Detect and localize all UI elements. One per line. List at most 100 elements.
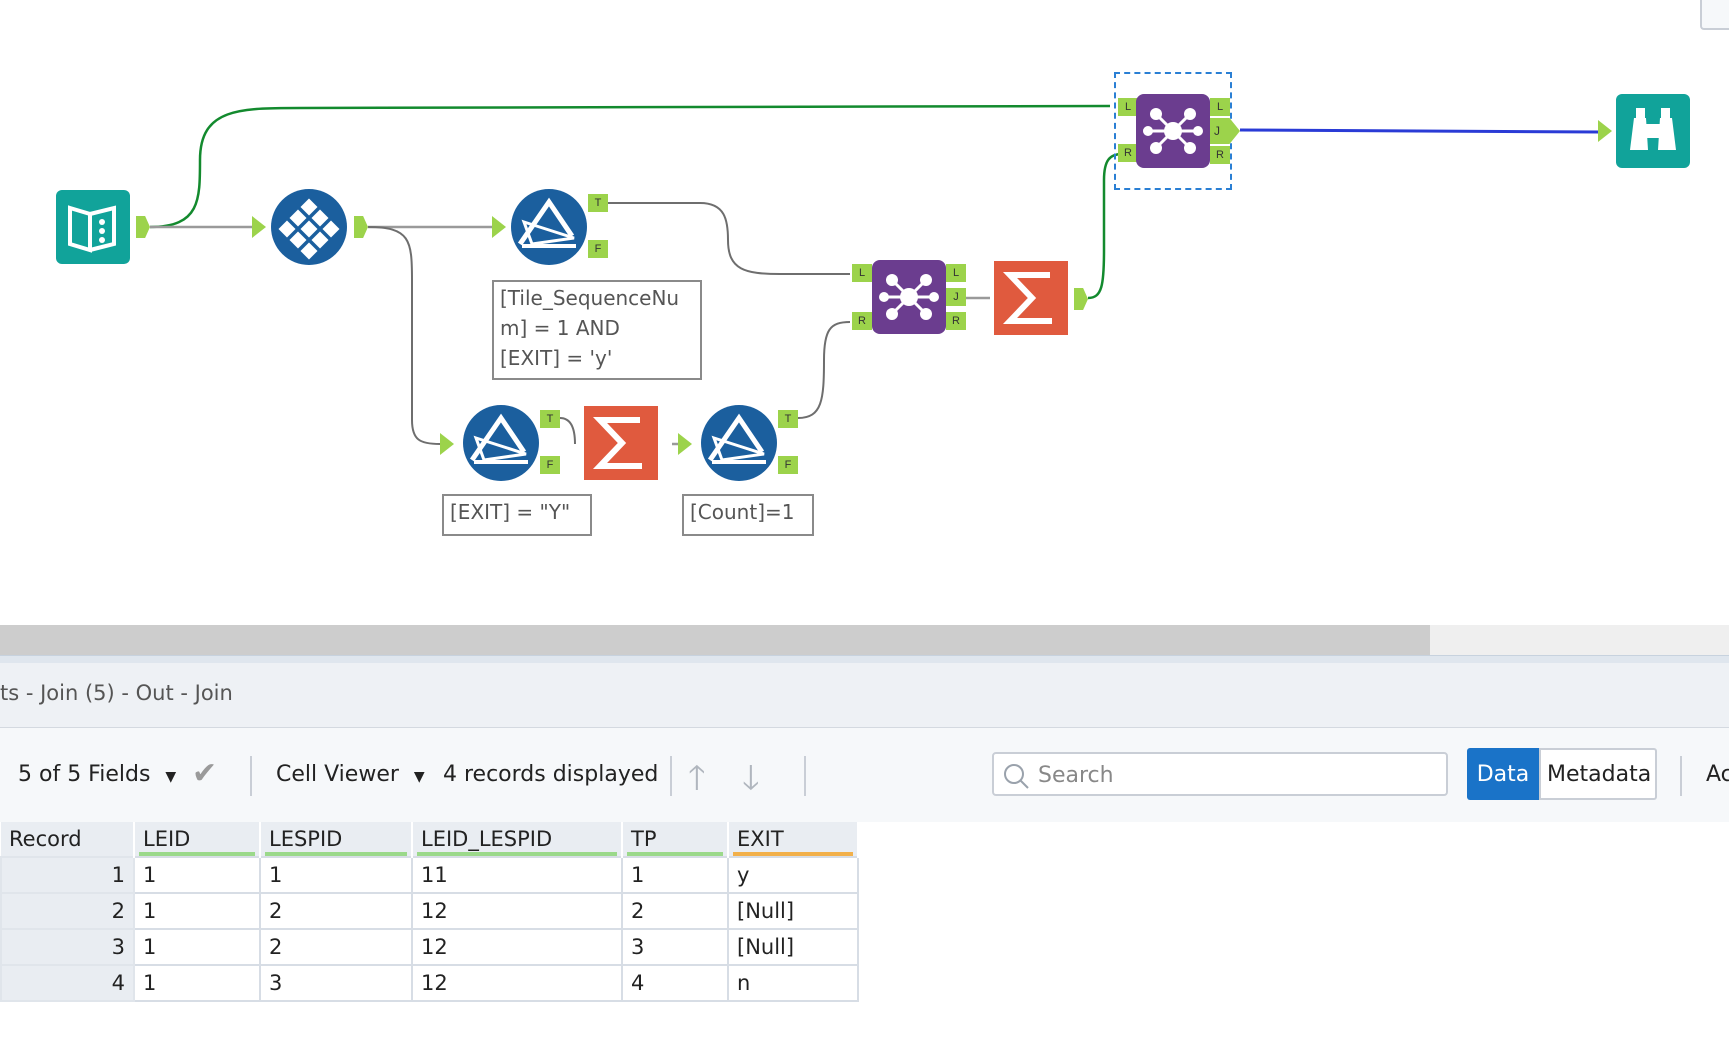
join-icon: [1136, 94, 1210, 168]
true-anchor[interactable]: T: [778, 410, 798, 428]
filter-tool-2[interactable]: [462, 404, 540, 482]
output-anchor[interactable]: [1074, 288, 1088, 310]
binoculars-icon: [1616, 94, 1690, 168]
actions-button[interactable]: Ac: [1706, 762, 1729, 787]
table-cell[interactable]: 3: [621, 928, 729, 966]
table-cell[interactable]: n: [727, 964, 859, 1002]
scrollbar-thumb[interactable]: [0, 625, 1430, 655]
chevron-down-icon: ▼: [413, 769, 425, 785]
join-tool-1[interactable]: [1136, 94, 1210, 168]
column-header-leid[interactable]: LEID: [134, 822, 261, 857]
connection-filter3-to-join2: [797, 321, 851, 419]
true-anchor[interactable]: T: [540, 410, 560, 428]
table-cell[interactable]: y: [727, 856, 859, 894]
metadata-tab-button[interactable]: Metadata: [1539, 748, 1657, 800]
false-anchor[interactable]: F: [540, 456, 560, 474]
table-cell[interactable]: 2: [259, 928, 413, 966]
tile-tool[interactable]: [270, 188, 348, 266]
join-tool-2[interactable]: [872, 260, 946, 334]
results-grid: Record LEID LESPID LEID_LESPID TP EXIT 1…: [0, 822, 859, 1002]
panel-splitter[interactable]: [0, 655, 1729, 664]
fields-selector[interactable]: 5 of 5 Fields ▼: [18, 762, 176, 787]
table-cell[interactable]: 1: [133, 928, 261, 966]
data-tab-button[interactable]: Data: [1467, 748, 1539, 800]
workflow-canvas[interactable]: T F [Tile_SequenceNu m] = 1 AND [EXIT] =…: [0, 0, 1729, 625]
canvas-corner-control[interactable]: [1700, 0, 1729, 30]
table-cell[interactable]: 2: [259, 892, 413, 930]
search-icon: [1004, 764, 1029, 789]
table-cell[interactable]: 1: [133, 964, 261, 1002]
tile-icon: [271, 189, 347, 265]
table-row[interactable]: 4 1 3 12 4 n: [0, 964, 859, 1002]
left-output-anchor[interactable]: L: [1210, 98, 1230, 116]
column-header-leid-lespid[interactable]: LEID_LESPID: [412, 822, 623, 857]
search-box[interactable]: [992, 752, 1448, 796]
column-indicator: [265, 852, 407, 856]
join-output-anchor[interactable]: J: [946, 288, 966, 306]
arrow-down-icon[interactable]: 🡓: [742, 758, 760, 798]
column-header-tp[interactable]: TP: [622, 822, 729, 857]
input-data-tool[interactable]: [56, 190, 130, 264]
results-toolbar: 5 of 5 Fields ▼ ✔ Cell Viewer ▼ 4 record…: [0, 728, 1729, 822]
table-row[interactable]: 1 1 1 11 1 y: [0, 856, 859, 894]
true-anchor[interactable]: T: [588, 194, 608, 212]
column-indicator: [417, 852, 617, 856]
connection-input-to-join-top: [149, 104, 1111, 229]
sigma-icon: [994, 261, 1068, 335]
table-cell[interactable]: 12: [411, 964, 623, 1002]
cell-viewer-selector[interactable]: Cell Viewer ▼: [276, 762, 425, 787]
right-output-anchor[interactable]: R: [1210, 146, 1230, 164]
results-title-bar: ts - Join (5) - Out - Join: [0, 663, 1729, 728]
browse-tool[interactable]: [1616, 94, 1690, 168]
table-cell[interactable]: 1: [133, 892, 261, 930]
filter1-annotation: [Tile_SequenceNu m] = 1 AND [EXIT] = 'y': [492, 280, 702, 380]
toolbar-separator: [670, 756, 672, 796]
book-icon: [56, 190, 130, 264]
right-output-anchor[interactable]: R: [946, 312, 966, 330]
table-cell[interactable]: 2: [621, 892, 729, 930]
table-cell[interactable]: 1: [259, 856, 413, 894]
column-indicator: [139, 852, 255, 856]
summarize-tool-2[interactable]: [994, 261, 1068, 335]
left-anchor[interactable]: L: [1118, 98, 1138, 116]
false-anchor[interactable]: F: [778, 456, 798, 474]
table-cell-null[interactable]: [Null]: [727, 928, 859, 966]
arrow-up-icon[interactable]: 🡑: [688, 758, 706, 798]
right-anchor[interactable]: R: [852, 312, 872, 330]
table-cell[interactable]: 3: [259, 964, 413, 1002]
table-row[interactable]: 3 1 2 12 3 [Null]: [0, 928, 859, 966]
false-anchor[interactable]: F: [588, 240, 608, 258]
checkmark-icon[interactable]: ✔: [192, 756, 218, 791]
table-cell[interactable]: 1: [133, 856, 261, 894]
output-anchor[interactable]: [136, 216, 150, 238]
header-row: Record LEID LESPID LEID_LESPID TP EXIT: [1, 822, 859, 857]
left-anchor[interactable]: L: [852, 264, 872, 282]
filter-tool-3[interactable]: [700, 404, 778, 482]
search-input[interactable]: [1036, 760, 1440, 790]
table-cell[interactable]: 1: [621, 856, 729, 894]
table-cell[interactable]: 12: [411, 928, 623, 966]
connection-filter1-to-join2: [606, 202, 850, 275]
output-anchor[interactable]: [354, 216, 368, 238]
fields-label: 5 of 5 Fields: [18, 762, 151, 787]
column-header-lespid[interactable]: LESPID: [260, 822, 413, 857]
table-row[interactable]: 2 1 2 12 2 [Null]: [0, 892, 859, 930]
filter-tool-1[interactable]: [510, 188, 588, 266]
filter3-annotation: [Count]=1: [682, 494, 814, 536]
record-number: 4: [0, 964, 135, 1002]
filter-icon: [511, 189, 587, 265]
records-count: 4 records displayed: [443, 762, 659, 787]
connection-tile-to-filter2: [367, 226, 441, 445]
summarize-tool-1[interactable]: [584, 406, 658, 480]
column-header-exit[interactable]: EXIT: [728, 822, 859, 857]
sigma-icon: [584, 406, 658, 480]
table-cell-null[interactable]: [Null]: [727, 892, 859, 930]
right-anchor[interactable]: R: [1118, 144, 1138, 162]
horizontal-scrollbar[interactable]: [0, 625, 1729, 655]
table-cell[interactable]: 4: [621, 964, 729, 1002]
table-cell[interactable]: 12: [411, 892, 623, 930]
table-cell[interactable]: 11: [411, 856, 623, 894]
left-output-anchor[interactable]: L: [946, 264, 966, 282]
column-header-record[interactable]: Record: [1, 822, 135, 857]
cell-viewer-label: Cell Viewer: [276, 762, 399, 787]
